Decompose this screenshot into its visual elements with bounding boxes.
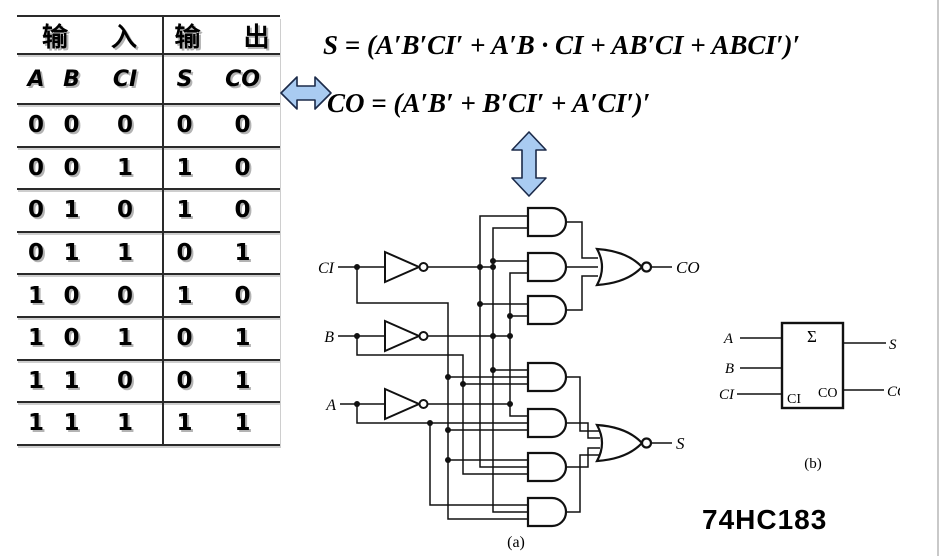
truth-table-cell: 1 — [63, 197, 80, 224]
truth-table-cell: 1 — [27, 325, 44, 352]
truth-table-cell: 0 — [162, 105, 205, 146]
truth-table-cell: 0 — [234, 282, 251, 309]
truth-table-cell: 1 — [234, 240, 251, 267]
carry-equation: CO = (A′B′ + B′CI′ + A′CI′)′ — [327, 88, 651, 118]
block-input-ci-label: CI — [719, 387, 735, 403]
truth-table-cell: 0 — [27, 112, 44, 139]
block-output-s-label: S — [889, 337, 897, 353]
truth-table-cell: 1 — [27, 410, 44, 437]
truth-table-cell: 0 — [63, 325, 80, 352]
truth-table-row: 1 0 0 1 0 — [17, 275, 280, 318]
and-gate — [526, 206, 568, 528]
truth-table-cell: 0 — [63, 154, 80, 181]
truth-table-cell: 1 — [234, 325, 251, 352]
circuit-input-a-label: A — [325, 397, 336, 414]
block-symbol-diagram: Σ CI CO A B CI S CO (b) — [719, 321, 900, 472]
truth-table-cell: 0 — [116, 197, 133, 224]
truth-table-col-ci: CI — [112, 66, 138, 92]
sum-equation: S = (A′B′CI′ + A′B · CI + AB′CI + ABCI′)… — [323, 30, 801, 60]
truth-table-cell: 0 — [63, 282, 80, 309]
truth-table-input-header: 输 入 — [41, 23, 138, 53]
block-input-a-label: A — [723, 331, 734, 347]
slide-right-border — [937, 0, 939, 556]
chip-name-label: 74HC183 — [702, 504, 828, 535]
truth-table-cell: 1 — [63, 410, 80, 437]
truth-table-row: 0 1 1 0 1 — [17, 232, 280, 276]
truth-table-output-header: 输 出 — [162, 17, 280, 54]
circuit-output-co-label: CO — [676, 258, 700, 277]
truth-table-row: 0 1 0 1 0 — [17, 190, 280, 233]
truth-table-row: 1 1 0 0 1 — [17, 360, 280, 404]
truth-table-row: 1 0 1 0 1 — [17, 317, 280, 361]
truth-table-cell: 1 — [27, 282, 44, 309]
truth-table-row: 0 0 0 0 0 — [17, 105, 280, 148]
block-output-co-label: CO — [887, 384, 900, 400]
truth-table-cell: 0 — [27, 154, 44, 181]
nor-gate — [595, 247, 653, 463]
truth-table-row: 1 1 1 1 1 — [17, 403, 280, 446]
truth-table-cell: 0 — [162, 317, 205, 359]
truth-table-col-a: A — [27, 66, 45, 92]
truth-table-cell: 0 — [116, 367, 133, 394]
truth-table-cell: 0 — [27, 197, 44, 224]
truth-table-cell: 1 — [162, 147, 205, 189]
truth-table-cell: 1 — [162, 403, 205, 444]
truth-table-col-s: S — [162, 55, 205, 103]
equivalence-arrow-vertical — [511, 131, 547, 197]
sigma-label: Σ — [807, 327, 817, 346]
truth-table-col-b: B — [63, 66, 80, 92]
circuit-input-ci-label: CI — [318, 260, 335, 277]
full-adder-circuit-diagram: CI B A CO S (a) — [318, 206, 700, 551]
double-arrow-icon — [511, 131, 547, 197]
circuit-output-s-label: S — [676, 434, 685, 453]
junction-dots — [354, 258, 513, 463]
truth-table-col-co: CO — [225, 66, 260, 92]
block-symbol-caption: (b) — [804, 456, 822, 472]
truth-table-row: 0 0 1 1 0 — [17, 147, 280, 191]
truth-table-header-row: 输 入 输 出 — [17, 17, 280, 55]
block-input-b-label: B — [725, 361, 734, 377]
truth-table-column-row: A B CI S CO — [17, 55, 280, 105]
equivalence-arrow-horizontal — [280, 76, 332, 110]
truth-table-cell: 1 — [234, 410, 251, 437]
circuit-input-b-label: B — [324, 329, 334, 346]
truth-table-cell: 1 — [63, 240, 80, 267]
inverter — [384, 250, 429, 421]
truth-table-cell: 0 — [162, 232, 205, 274]
truth-table-cell: 1 — [116, 240, 133, 267]
truth-table-cell: 0 — [234, 154, 251, 181]
truth-table-cell: 1 — [116, 325, 133, 352]
truth-table-cell: 0 — [162, 360, 205, 402]
truth-table-cell: 1 — [162, 275, 205, 316]
truth-table-cell: 1 — [27, 367, 44, 394]
circuit-caption: (a) — [507, 534, 525, 551]
block-symbol-pins — [737, 337, 886, 395]
double-arrow-icon — [280, 76, 332, 110]
truth-table-cell: 0 — [63, 112, 80, 139]
block-ci-inside-label: CI — [787, 392, 801, 407]
truth-table-cell: 0 — [116, 112, 133, 139]
truth-table-cell: 0 — [27, 240, 44, 267]
truth-table-cell: 0 — [234, 197, 251, 224]
truth-table-cell: 1 — [116, 154, 133, 181]
truth-table-cell: 1 — [162, 190, 205, 231]
truth-table-cell: 1 — [63, 367, 80, 394]
block-symbol-body — [780, 321, 845, 410]
truth-table-cell: 0 — [116, 282, 133, 309]
truth-table-cell: 1 — [234, 367, 251, 394]
truth-table-cell: 1 — [116, 410, 133, 437]
truth-table-cell: 0 — [234, 112, 251, 139]
block-co-inside-label: CO — [818, 386, 837, 401]
truth-table: 输 入 输 出 A B CI S CO 0 0 0 0 0 0 0 1 1 0 … — [17, 15, 280, 446]
